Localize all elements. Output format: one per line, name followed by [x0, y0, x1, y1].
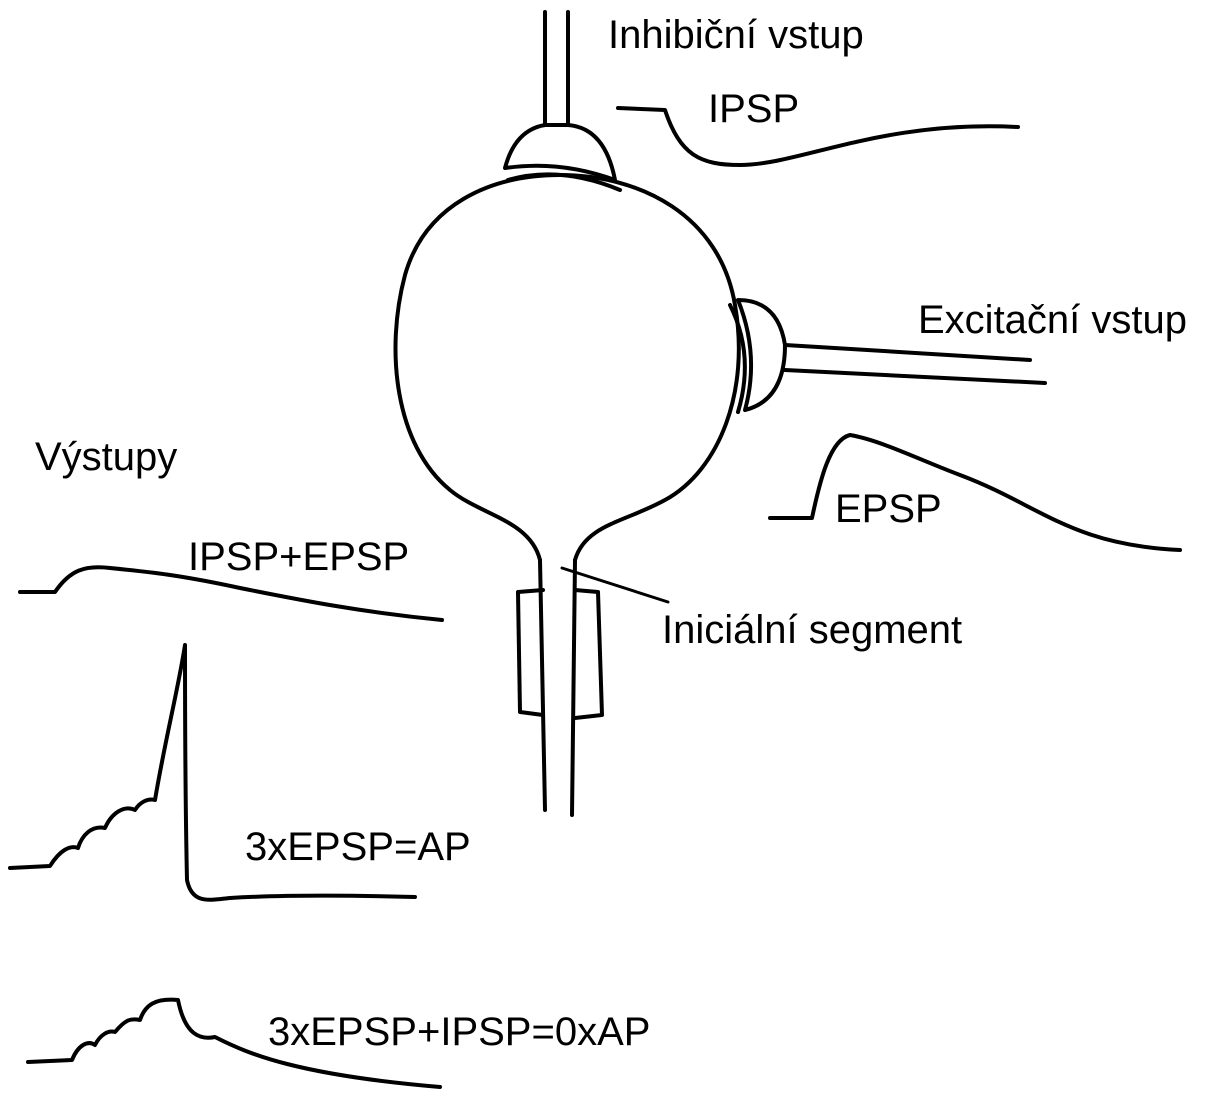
- inhibitory-input-label: Inhibiční vstup: [608, 13, 864, 57]
- ap-output-trace: [8, 643, 417, 902]
- soma: [393, 173, 741, 562]
- excitatory-synapse-terminal: [736, 298, 787, 412]
- outputs-label: Výstupy: [35, 435, 177, 479]
- excitatory-axon: [783, 343, 1047, 385]
- initial-segment-pointer: [560, 566, 670, 604]
- epsp-label: EPSP: [835, 487, 942, 531]
- excitatory-input-label: Excitační vstup: [918, 298, 1187, 342]
- no-ap-output-trace: [26, 997, 442, 1089]
- ipsp-label: IPSP: [708, 87, 799, 131]
- axon-sheath-left: [516, 588, 545, 717]
- three-epsp-ipsp-no-ap-label: 3xEPSP+IPSP=0xAP: [268, 1010, 650, 1054]
- axon-sheath-right: [573, 588, 604, 720]
- ipsp-epsp-output-trace: [18, 565, 444, 622]
- excitatory-synapse-cleft: [728, 303, 747, 414]
- three-epsp-ap-label: 3xEPSP=AP: [245, 825, 471, 869]
- axon: [538, 558, 577, 817]
- initial-segment-label: Iniciální segment: [662, 608, 962, 652]
- inhibitory-synapse-terminal: [503, 123, 617, 182]
- ipsp-trace: [616, 106, 1020, 167]
- inhibitory-axon: [543, 10, 570, 127]
- epsp-trace: [768, 433, 1182, 552]
- ipsp-epsp-label: IPSP+EPSP: [188, 535, 409, 579]
